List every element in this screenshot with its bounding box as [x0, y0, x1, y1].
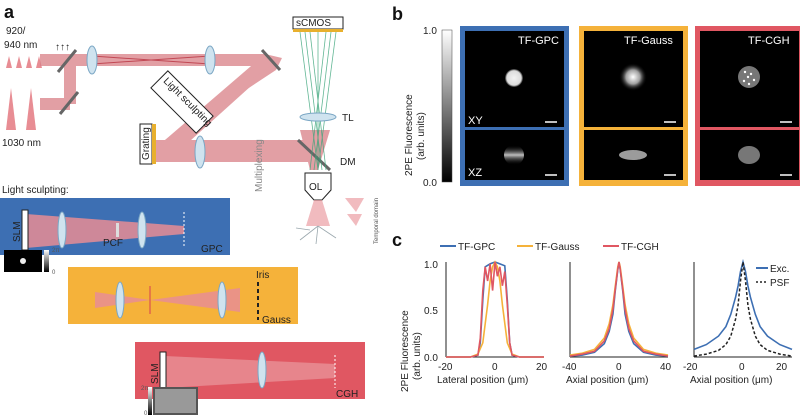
p2-xtick-2: 0 [616, 362, 622, 373]
panel-b-ylabel-1: 2PE Fluorescence [404, 94, 415, 176]
cgh-label: CGH [336, 389, 358, 400]
p3-xtick-2: 0 [739, 362, 745, 373]
series-line-tf-gauss [446, 260, 544, 358]
panel-c-letter: c [392, 230, 402, 250]
p3-legend-psf: PSF [770, 278, 789, 289]
cgh-0: 0 [144, 411, 148, 417]
legend-c: TF-GPC TF-Gauss TF-CGH [440, 242, 659, 253]
panel-c-ylabel-1: 2PE Fluorescence [400, 310, 411, 392]
dm-label: DM [340, 157, 356, 168]
image-title-cgh: TF-CGH [748, 35, 790, 47]
image-tf-gpc: TF-GPC XY XZ [460, 26, 569, 186]
colorbar [441, 29, 453, 183]
panel-c-ylabel-2: (arb. units) [412, 332, 423, 380]
image-title-gauss: TF-Gauss [624, 35, 673, 47]
temporal-domain-label: Temporal domain [374, 198, 380, 244]
series-line-tf-cgh [569, 261, 669, 357]
p2-xlabel: Axial position (μm) [566, 375, 648, 386]
emission-path [299, 31, 337, 171]
gpc-slm-label: SLM [12, 221, 23, 242]
p1-xtick-1: -20 [438, 362, 453, 373]
p1-ytick-05: 0.5 [424, 306, 438, 317]
cgh-slm-label: SLM [150, 363, 161, 384]
p3-xlabel: Axial position (μm) [690, 375, 772, 386]
tl-label: TL [342, 113, 354, 124]
lenses-a [86, 45, 216, 169]
gpc-label: GPC [201, 244, 223, 255]
gauss-module: Iris Gauss [68, 267, 298, 326]
gauss-label: Gauss [262, 315, 291, 326]
output-arrows: ↑↑↑ [55, 42, 70, 53]
image-title-gpc: TF-GPC [518, 35, 559, 47]
ol-label: OL [309, 182, 323, 193]
p3-legend-exc: Exc. [770, 264, 789, 275]
sample-neurons [295, 225, 337, 245]
laser-pulses-1030 [6, 88, 36, 130]
p1-ytick-1: 1.0 [424, 260, 438, 271]
panel-b: b 1.0 0.0 2PE Fluorescence (arb. units) … [392, 4, 800, 189]
cgh-2pi: 2π [141, 386, 148, 392]
p1-xtick-3: 20 [536, 362, 548, 373]
scmos-label: sCMOS [296, 18, 331, 29]
legend-gauss: TF-Gauss [535, 242, 579, 253]
excitation-cone [306, 200, 330, 226]
multiplexing-label: Multiplexing [254, 139, 265, 192]
colorbar-max: 1.0 [423, 26, 437, 37]
p2-xtick-1: -40 [562, 362, 577, 373]
p3-xtick-1: -20 [683, 362, 698, 373]
laser-pulses-920 [6, 56, 42, 68]
light-sculpting-heading: Light sculpting: [2, 185, 69, 196]
xy-label: XY [468, 115, 483, 127]
p1-ytick-0: 0.0 [424, 353, 438, 364]
p3-xtick-3: 20 [776, 362, 788, 373]
iris-label: Iris [256, 270, 269, 281]
legend-cgh: TF-CGH [621, 242, 659, 253]
series-line-tf-gauss [569, 261, 669, 356]
gpc-0: 0 [52, 270, 56, 276]
series-line-tf-gpc [569, 261, 669, 357]
pcf-label: PCF [103, 238, 123, 249]
scmos-camera: sCMOS [292, 16, 344, 32]
image-tf-gauss: TF-Gauss [579, 26, 688, 186]
panel-b-ylabel-2: (arb. units) [416, 112, 427, 160]
mirrors [56, 48, 332, 172]
p2-xtick-3: 40 [660, 362, 672, 373]
plot-lateral-series [446, 260, 544, 358]
plot-axial-1-series [569, 261, 669, 357]
grating-label: Grating [141, 127, 152, 160]
plot-axial-2-series [693, 258, 793, 357]
series-line-exc [693, 258, 793, 351]
tube-lens [299, 112, 337, 122]
plot-axial-2: -20 0 20 Axial position (μm) Exc. PSF [683, 258, 793, 386]
image-tf-cgh: TF-CGH [695, 26, 800, 186]
wavelength-1030: 1030 nm [2, 138, 41, 149]
grating: Grating [139, 123, 156, 165]
panel-a-letter: a [4, 2, 15, 22]
series-line-tf-cgh [446, 261, 544, 358]
plot-axial-1: -40 0 40 Axial position (μm) [562, 261, 672, 386]
beam-crossing [91, 55, 211, 65]
wavelength-920-line2: 940 nm [4, 40, 37, 51]
wavelength-920-line1: 920/ [6, 26, 26, 37]
panel-a: a 920/ 940 nm 1030 nm [0, 2, 380, 417]
objective: OL [304, 172, 332, 201]
panel-b-letter: b [392, 4, 403, 24]
temporal-domain-icon: Temporal domain [345, 198, 380, 244]
gpc-2pi: 2π [52, 248, 59, 254]
p1-xlabel: Lateral position (μm) [437, 375, 528, 386]
panel-c: c TF-GPC TF-Gauss TF-CGH 2PE Fluorescenc… [392, 230, 793, 392]
plot-lateral: 1.0 0.5 0.0 -20 0 20 Lateral position (μ… [424, 260, 548, 386]
p1-xtick-2: 0 [492, 362, 498, 373]
cgh-module: SLM CGH 2π 0 [135, 342, 365, 417]
legend-gpc: TF-GPC [458, 242, 495, 253]
colorbar-min: 0.0 [423, 178, 437, 189]
xz-label: XZ [468, 167, 482, 179]
series-line-psf [693, 261, 793, 357]
gpc-module: SLM PCF GPC 2π 0 [0, 198, 230, 276]
series-line-tf-gpc [446, 261, 544, 358]
